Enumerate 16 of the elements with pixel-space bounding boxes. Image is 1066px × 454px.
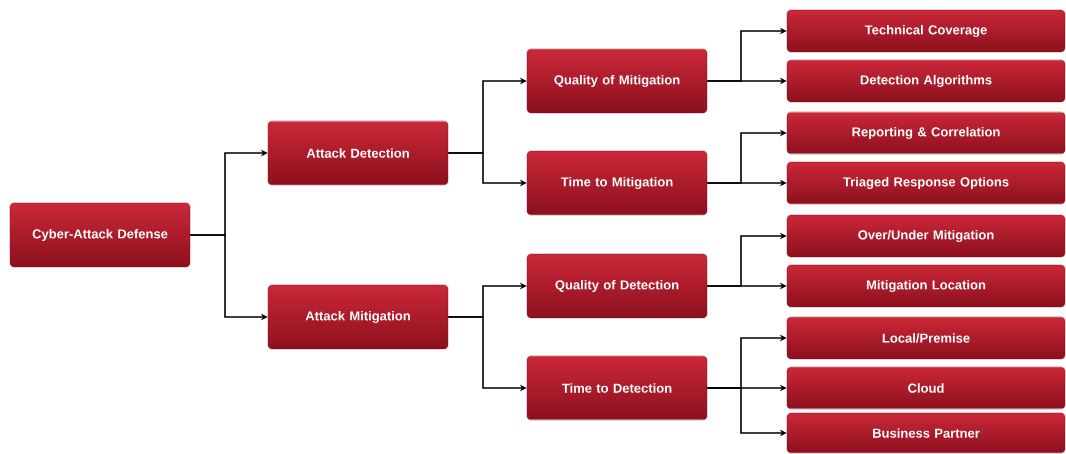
category-box: Time to Detection [526, 355, 708, 421]
category-box: Time to Mitigation [526, 150, 708, 216]
leaf-box: Technical Coverage [786, 9, 1066, 53]
category-box: Quality of Detection [526, 253, 708, 319]
leaf-box: Detection Algorithms [786, 59, 1066, 103]
category-box: Cyber-Attack Defense [9, 202, 191, 268]
leaf-box: Triaged Response Options [786, 161, 1066, 205]
leaf-box: Local/Premise [786, 316, 1066, 360]
category-box: Quality of Mitigation [526, 48, 708, 114]
leaf-box: Cloud [786, 366, 1066, 410]
category-box: Attack Detection [267, 120, 449, 186]
leaf-box: Mitigation Location [786, 264, 1066, 308]
leaf-box: Business Partner [786, 412, 1066, 454]
leaf-box: Over/Under Mitigation [786, 214, 1066, 258]
leaf-box: Reporting & Correlation [786, 111, 1066, 155]
category-box: Attack Mitigation [267, 284, 449, 350]
